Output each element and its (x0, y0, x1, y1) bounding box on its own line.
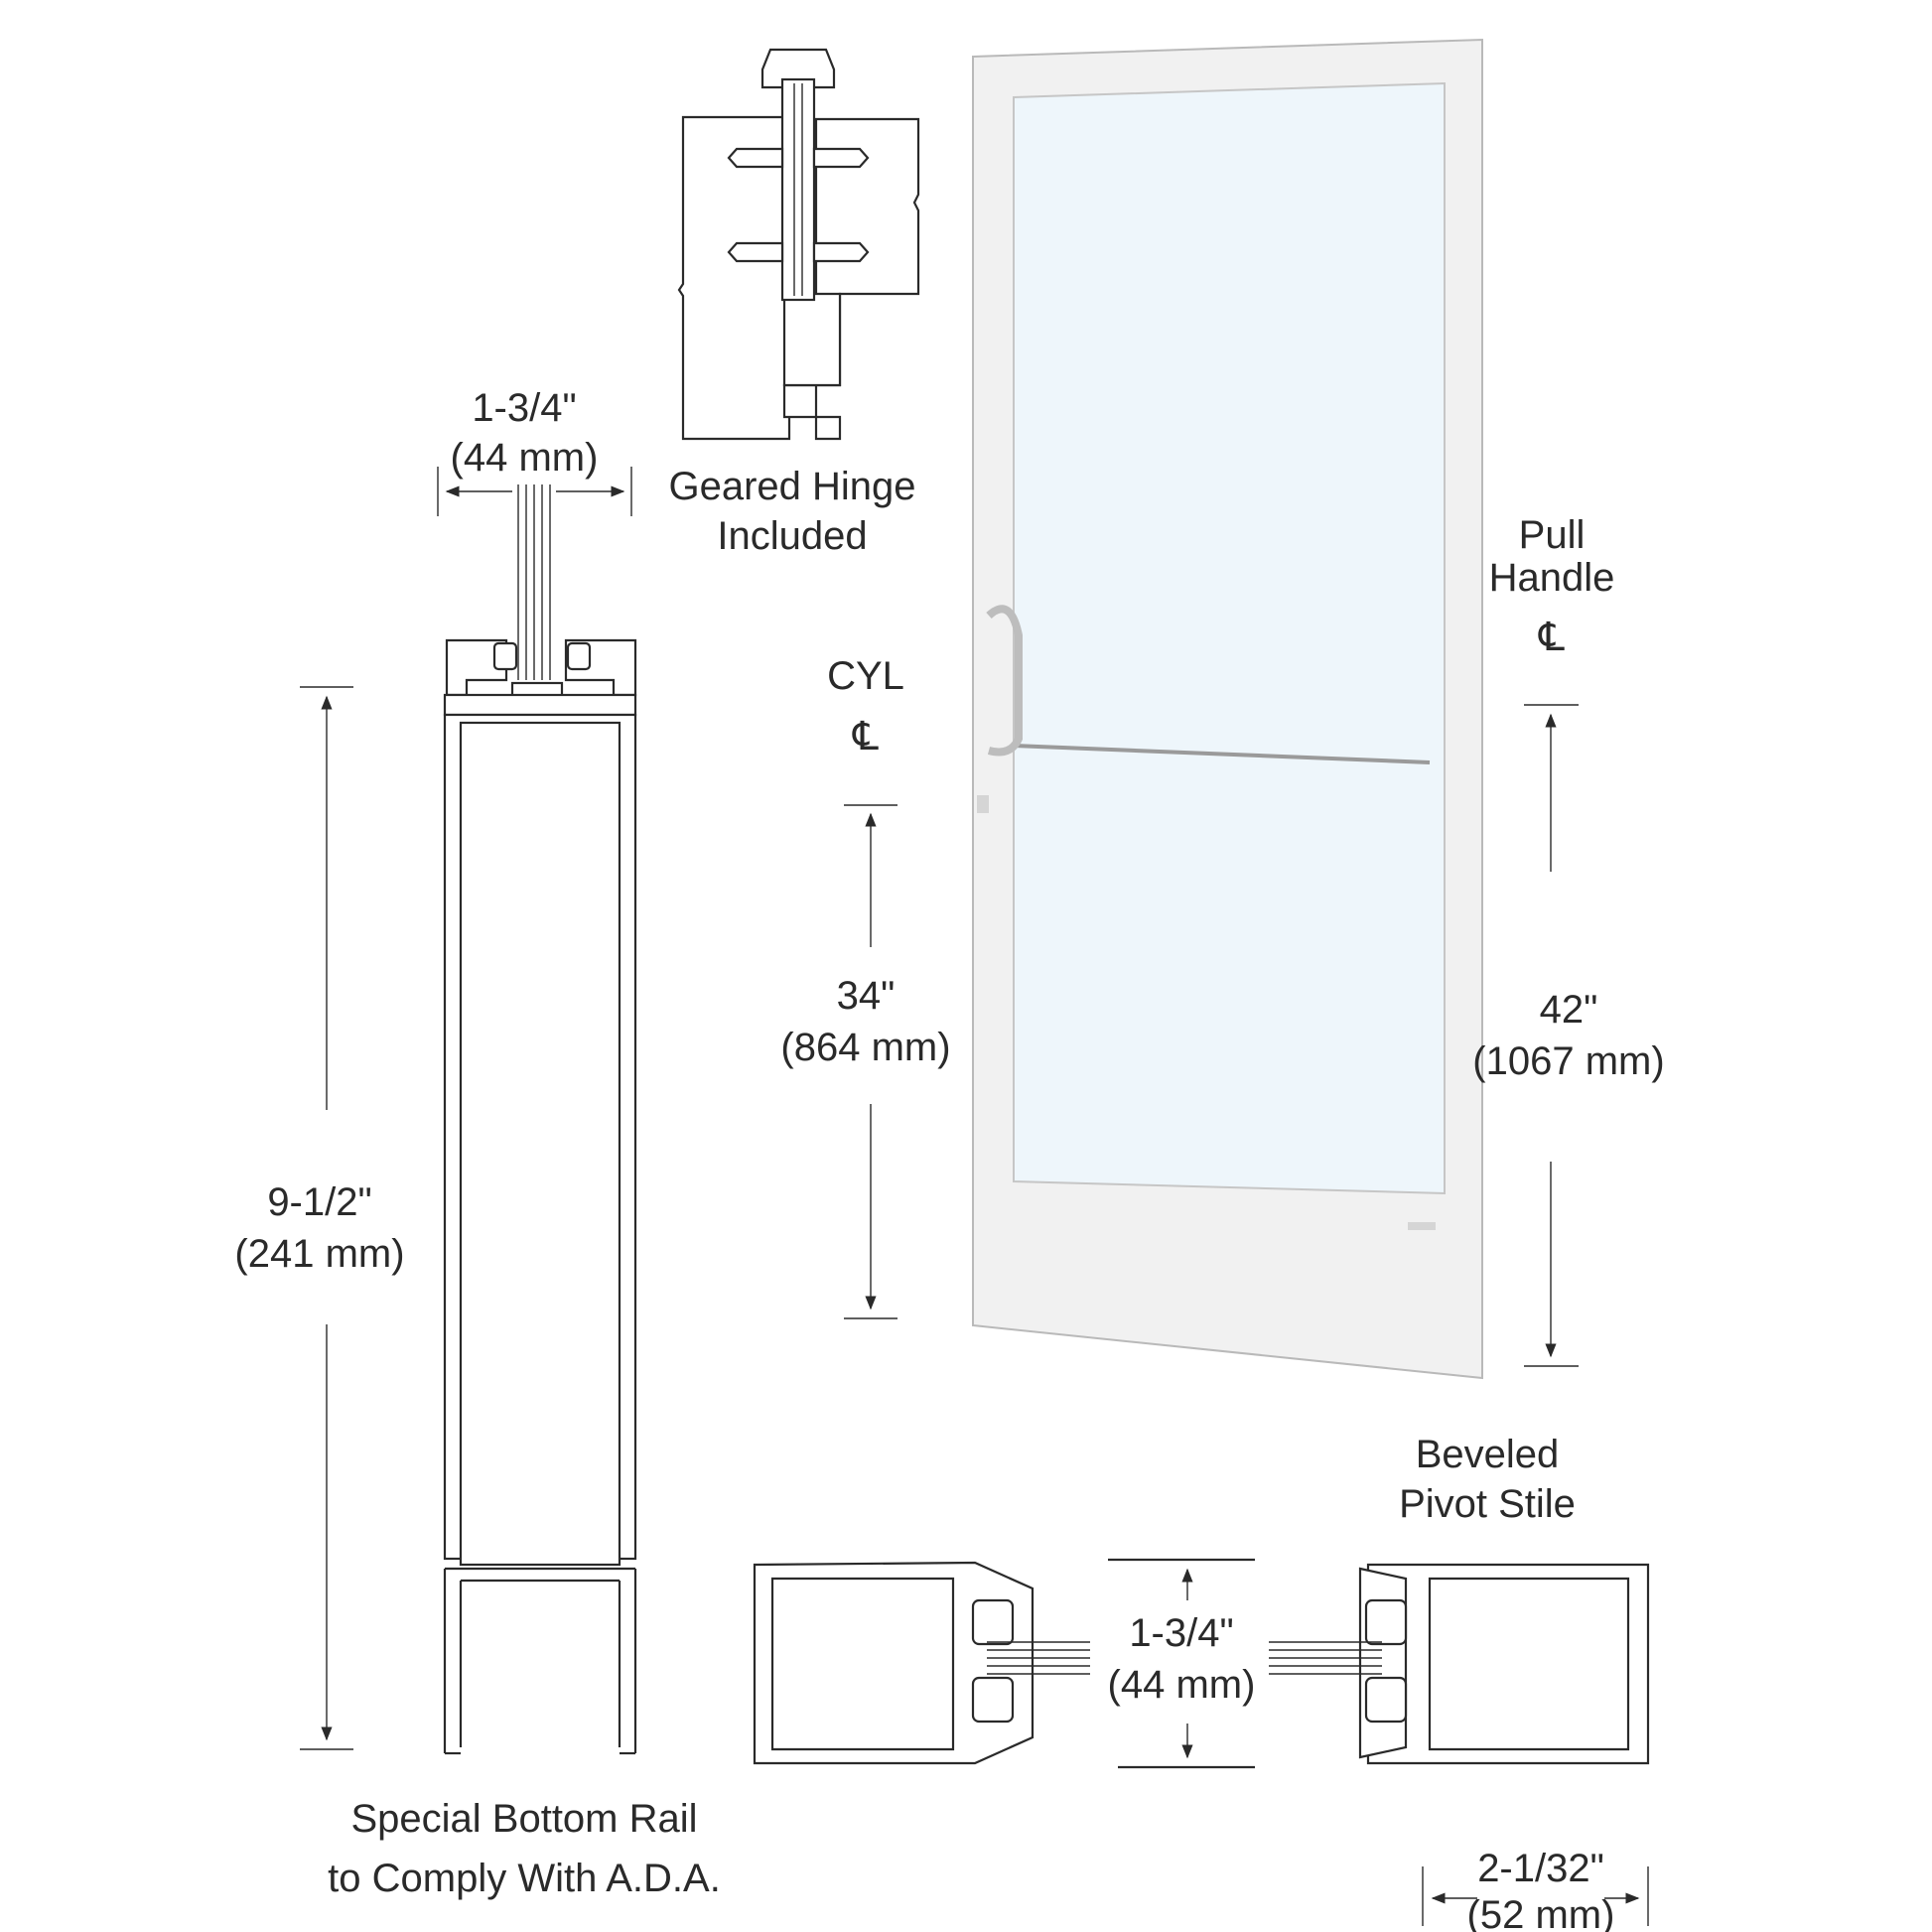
cyl-height-inches: 34" (837, 974, 896, 1018)
pivot-caption-line1: Beveled (1416, 1433, 1560, 1476)
pull-handle-icon (986, 605, 1023, 757)
pull-height-mm: (1067 mm) (1472, 1039, 1664, 1083)
rail-height-inches: 9-1/2" (267, 1180, 371, 1224)
cylinder-dimension: CYL ℄ 34" (864 mm) (780, 654, 951, 1319)
pivot-caption-line2: Pivot Stile (1399, 1482, 1576, 1526)
hinge-caption-line2: Included (717, 514, 867, 558)
left-weatherstrip-lines (987, 1641, 1090, 1675)
cyl-height-mm: (864 mm) (780, 1026, 950, 1069)
pull-handle-dimension: Pull Handle ℄ 42" (1067 mm) (1472, 513, 1665, 1367)
pull-label-line1: Pull (1519, 513, 1586, 557)
pull-label-line2: Handle (1489, 556, 1615, 600)
rail-height-mm: (241 mm) (234, 1232, 404, 1276)
left-stile-profile (753, 1561, 1090, 1765)
pivot-stile-section: Beveled Pivot Stile 1-3/4" (44 mm) (753, 1433, 1650, 1932)
stile-width-inches: 2-1/32" (1477, 1847, 1604, 1890)
rail-caption-line2: to Comply With A.D.A. (328, 1857, 721, 1900)
pull-centerline-symbol: ℄ (1538, 616, 1565, 659)
cyl-centerline-symbol: ℄ (852, 715, 879, 759)
stile-depth-inches: 1-3/4" (1129, 1611, 1233, 1655)
weatherstrip-lines (517, 484, 551, 680)
rail-caption-line1: Special Bottom Rail (350, 1797, 697, 1841)
geared-hinge-detail: Geared Hinge Included (668, 48, 920, 558)
pull-height-inches: 42" (1540, 988, 1598, 1032)
top-width-mm: (44 mm) (451, 436, 599, 480)
right-weatherstrip-lines (1269, 1641, 1382, 1675)
door-elevation (972, 38, 1483, 1380)
bottom-rail-section: 1-3/4" (44 mm) 9-1/2" ( (234, 386, 720, 1900)
stile-depth-mm: (44 mm) (1108, 1663, 1256, 1707)
hinge-caption-line1: Geared Hinge (668, 465, 915, 508)
right-stile-profile (1269, 1563, 1650, 1765)
top-width-inches: 1-3/4" (472, 386, 576, 430)
cyl-label: CYL (827, 654, 904, 698)
stile-width-mm: (52 mm) (1467, 1893, 1615, 1932)
